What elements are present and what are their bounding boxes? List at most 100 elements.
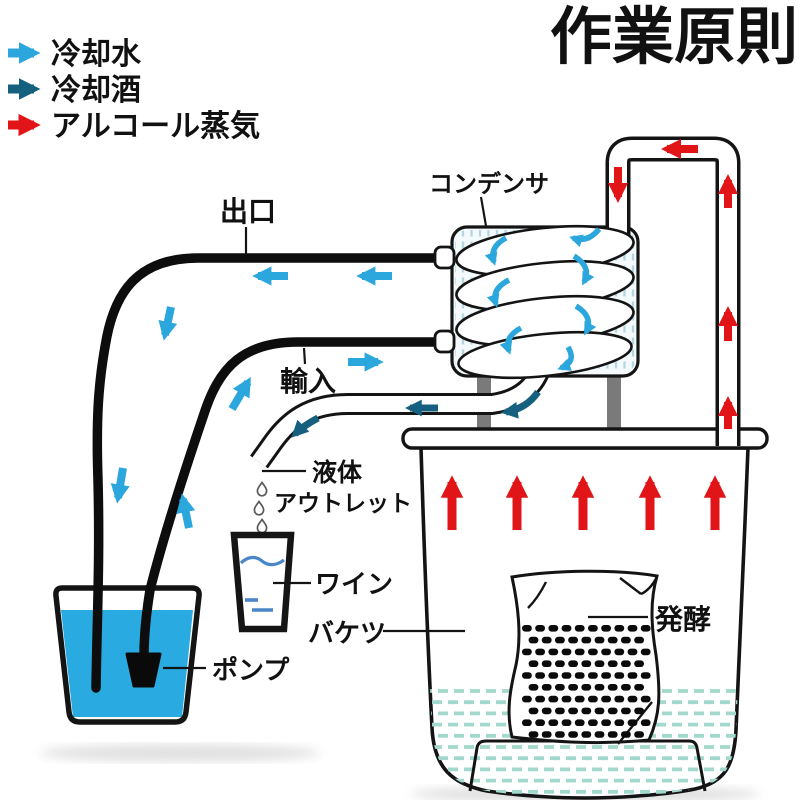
- page-title: 作業原則: [550, 3, 798, 72]
- yeast-dot: [541, 707, 552, 715]
- yeast-dot: [581, 636, 592, 644]
- condenser-port-bottom: [433, 329, 456, 354]
- cup-liquid-level: [239, 555, 285, 567]
- yeast-dot: [594, 731, 605, 738]
- yeast-dot: [561, 625, 572, 632]
- yeast-dot: [555, 707, 565, 715]
- hoses: [91, 253, 457, 693]
- yeast-dot: [607, 731, 618, 738]
- droplet: [253, 499, 265, 516]
- label-bucket: バケツ: [308, 618, 386, 648]
- legend-label-cooled-liquor: 冷却酒: [51, 74, 141, 107]
- label-outlet: 出口: [220, 196, 276, 227]
- liquor-arrow: [501, 389, 541, 419]
- yeast-dot: [588, 719, 598, 726]
- yeast-dot: [601, 695, 611, 703]
- droplet: [256, 480, 268, 497]
- liquor-arrow: [291, 414, 320, 438]
- yeast-dot: [548, 648, 559, 656]
- swirl-arrow: [486, 277, 511, 308]
- yeast-dot: [574, 648, 585, 656]
- yeast-dot: [627, 672, 638, 679]
- swirl-arrow: [569, 227, 602, 248]
- yeast-dot: [574, 719, 585, 726]
- yeast-dot: [568, 731, 578, 738]
- yeast-dot: [634, 660, 644, 667]
- component-labels: 出口 コンデンサ 輸入 液体 アウトレット ワイン バケツ ポンプ 発酵: [212, 170, 711, 685]
- hose-flow-arrows: [110, 266, 392, 529]
- droplets: [253, 480, 268, 534]
- label-wine: ワイン: [315, 569, 393, 599]
- wine-cup: [230, 531, 295, 633]
- yeast-dot: [621, 636, 631, 644]
- yeast-dot: [574, 695, 585, 703]
- yeast-dot: [601, 625, 611, 632]
- coil-swirl-arrows: [484, 227, 602, 371]
- yeast-dot: [640, 672, 651, 679]
- yeast-dot: [588, 648, 598, 656]
- yeast-dot: [528, 707, 539, 715]
- condenser-coil: [455, 225, 635, 380]
- yeast-dot: [627, 719, 638, 726]
- yeast-dot: [634, 636, 644, 644]
- yeast-dot: [601, 719, 611, 726]
- yeast-dot: [581, 660, 592, 667]
- label-fermentation: 発酵: [654, 604, 711, 635]
- swirl-arrow: [574, 303, 597, 336]
- pointer-line-input: [302, 347, 307, 365]
- yeast-dot: [528, 660, 539, 667]
- fermentation-bag: [507, 569, 661, 745]
- water-arrow-up: [228, 377, 252, 412]
- liquor-flow-arrows: [291, 389, 541, 438]
- yeast-dot: [568, 660, 578, 667]
- fermenter-lid: [401, 427, 769, 450]
- yeast-dot: [535, 625, 545, 632]
- yeast-dots: [522, 625, 651, 738]
- swirl-arrow: [484, 235, 508, 266]
- vapor-duct: [605, 136, 741, 446]
- yeast-dot: [614, 625, 625, 632]
- yeast-dot: [607, 636, 618, 644]
- vapor-rise-arrows: [440, 475, 727, 530]
- legend-label-cooling-water: 冷却水: [51, 38, 142, 71]
- yeast-dot: [588, 625, 598, 632]
- pump: [125, 652, 162, 688]
- yeast-dot: [522, 695, 532, 703]
- yeast-dot: [594, 684, 605, 691]
- yeast-dot: [640, 719, 651, 726]
- water-arrow-down: [158, 306, 178, 341]
- condenser-port-top: [433, 245, 456, 270]
- yeast-dot: [574, 625, 585, 632]
- water-arrow-down: [110, 467, 130, 504]
- bag-fold-lines: [527, 576, 659, 745]
- yeast-dot: [522, 672, 532, 679]
- label-outlet-katakana: アウトレット: [274, 490, 412, 516]
- yeast-dot: [614, 719, 625, 726]
- bucket-outline: [53, 585, 202, 725]
- yeast-dot: [541, 684, 552, 691]
- yeast-dot: [568, 707, 578, 715]
- bucket-shadow: [40, 744, 320, 762]
- yeast-dot: [541, 660, 552, 667]
- yeast-dot: [581, 684, 592, 691]
- yeast-dot: [588, 695, 598, 703]
- swirl-arrow: [499, 325, 523, 355]
- label-condenser: コンデンサ: [429, 170, 549, 198]
- pointer-line-condenser: [479, 196, 488, 227]
- yeast-dot: [522, 648, 532, 656]
- yeast-dot: [522, 719, 532, 726]
- swirl-arrow: [557, 345, 574, 371]
- swirl-arrow: [572, 253, 595, 286]
- yeast-dot: [627, 648, 638, 656]
- yeast-dot: [528, 731, 539, 738]
- yeast-dot: [621, 684, 631, 691]
- yeast-dot: [555, 636, 565, 644]
- yeast-dot: [621, 660, 631, 667]
- yeast-dot: [528, 636, 539, 644]
- yeast-dot: [561, 719, 572, 726]
- yeast-dot: [614, 648, 625, 656]
- yeast-dot: [634, 731, 644, 738]
- yeast-dot: [621, 707, 631, 715]
- yeast-dot: [535, 648, 545, 656]
